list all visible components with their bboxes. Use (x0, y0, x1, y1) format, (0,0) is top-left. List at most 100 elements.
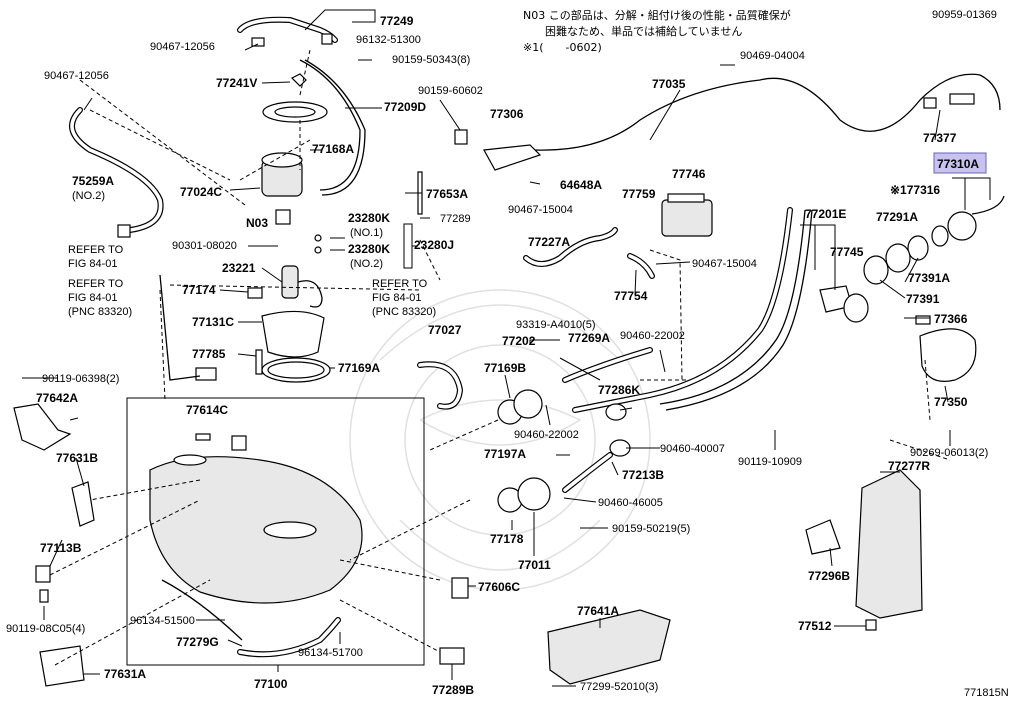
part-77289b[interactable]: 77289B (432, 683, 474, 697)
note-n03: N03 (246, 216, 268, 230)
part-77024c[interactable]: 77024C (180, 185, 222, 199)
part-90460-22002-b[interactable]: 90460-22002 (514, 429, 579, 441)
part-90467-15004-b[interactable]: 90467-15004 (692, 258, 757, 270)
part-90467-12056-b[interactable]: 90467-12056 (44, 70, 109, 82)
part-90460-22002[interactable]: 90460-22002 (620, 330, 685, 342)
refer-3-line-1: REFER TO (372, 278, 428, 290)
leader-lines (22, 9, 991, 687)
part-23280k-no2: (NO.2) (350, 258, 383, 270)
part-77746[interactable]: 77746 (672, 167, 706, 181)
part-23280k-1[interactable]: 23280K (348, 211, 390, 225)
part-77606c[interactable]: 77606C (478, 580, 520, 594)
part-75259a[interactable]: 75259A (72, 174, 114, 188)
part-77653a[interactable]: 77653A (426, 187, 468, 201)
part-77197a[interactable]: 77197A (484, 447, 526, 461)
refer-1-line-2[interactable]: FIG 84-01 (68, 258, 118, 270)
note-block: N03 この部品は、分解・組付け後の性能・品質確保が 困難なため、単品では補給し… (523, 8, 791, 54)
note-line-1: N03 この部品は、分解・組付け後の性能・品質確保が (523, 8, 791, 22)
part-77227a[interactable]: 77227A (528, 235, 570, 249)
part-96132-51300[interactable]: 96132-51300 (356, 34, 421, 46)
part-96134-51700[interactable]: 96134-51700 (298, 647, 363, 659)
part-77377[interactable]: 77377 (923, 131, 957, 145)
part-90959-01369[interactable]: 90959-01369 (932, 9, 997, 21)
part-90460-46005[interactable]: 90460-46005 (598, 497, 663, 509)
part-90159-60602[interactable]: 90159-60602 (418, 85, 483, 97)
part-77035[interactable]: 77035 (652, 77, 686, 91)
refer-2-line-2[interactable]: FIG 84-01 (68, 292, 118, 304)
watermark-emblem (349, 289, 651, 591)
part-96134-51500[interactable]: 96134-51500 (130, 615, 195, 627)
part-90119-08c05[interactable]: 90119-08C05(4) (6, 623, 85, 635)
part-77299-52010[interactable]: 77299-52010(3) (580, 681, 658, 693)
part-77100[interactable]: 77100 (254, 677, 288, 691)
part-90467-12056[interactable]: 90467-12056 (150, 41, 215, 53)
part-77289[interactable]: 77289 (440, 213, 471, 225)
refer-2-line-3: (PNC 83320) (68, 306, 132, 318)
part-77614c[interactable]: 77614C (186, 403, 228, 417)
part-90269-06013[interactable]: 90269-06013(2) (910, 447, 988, 459)
part-77366[interactable]: 77366 (934, 312, 968, 326)
part-77745[interactable]: 77745 (830, 245, 864, 259)
part-77512[interactable]: 77512 (798, 619, 832, 633)
part-77178[interactable]: 77178 (490, 532, 524, 546)
part-77202[interactable]: 77202 (502, 334, 536, 348)
part-77391a[interactable]: 77391A (908, 271, 950, 285)
part-90460-40007[interactable]: 90460-40007 (660, 443, 725, 455)
part-labels: 77249 90467-12056 96132-51300 90159-5034… (6, 9, 1009, 699)
part-90159-50343[interactable]: 90159-50343(8) (392, 54, 470, 66)
part-90119-06398[interactable]: 90119-06398(2) (42, 373, 119, 385)
tank-group-frame (126, 397, 425, 666)
part-77209d[interactable]: 77209D (384, 100, 426, 114)
part-77291a[interactable]: 77291A (876, 210, 918, 224)
part-77296b[interactable]: 77296B (808, 569, 850, 583)
part-77306[interactable]: 77306 (490, 107, 524, 121)
part-77201e[interactable]: 77201E (805, 207, 846, 221)
part-77113b[interactable]: 77113B (40, 541, 82, 555)
part-90159-50219[interactable]: 90159-50219(5) (612, 523, 690, 535)
part-77027[interactable]: 77027 (428, 323, 462, 337)
part-77249[interactable]: 77249 (380, 14, 414, 28)
part-23280k-no1: (NO.1) (350, 227, 383, 239)
part-77241v[interactable]: 77241V (216, 76, 257, 90)
part-77754[interactable]: 77754 (614, 289, 648, 303)
part-23221[interactable]: 23221 (222, 261, 256, 275)
part-90469-04004[interactable]: 90469-04004 (740, 50, 805, 62)
part-77641a[interactable]: 77641A (577, 604, 619, 618)
part-77642a[interactable]: 77642A (36, 391, 78, 405)
part-77279g[interactable]: 77279G (176, 635, 219, 649)
part-77213b[interactable]: 77213B (622, 468, 664, 482)
part-77169a[interactable]: 77169A (338, 361, 380, 375)
part-77316[interactable]: ※177316 (890, 183, 940, 197)
note-line-2: 困難なため、単品では補給していません (545, 24, 742, 38)
part-77310a[interactable]: 77310A (937, 157, 979, 171)
part-77174[interactable]: 77174 (182, 283, 216, 297)
part-77631b[interactable]: 77631B (56, 451, 98, 465)
part-77011[interactable]: 77011 (518, 558, 551, 572)
refer-3-line-2[interactable]: FIG 84-01 (372, 292, 422, 304)
part-77131c[interactable]: 77131C (192, 315, 234, 329)
part-77391[interactable]: 77391 (906, 292, 940, 306)
part-23280j[interactable]: 23280J (414, 238, 454, 252)
note-line-3: ※1( -0602) (523, 41, 602, 54)
refer-2-line-1: REFER TO (68, 278, 124, 290)
figure-id: 771815N (964, 687, 1009, 699)
part-64648a[interactable]: 64648A (560, 178, 602, 192)
part-77286k[interactable]: 77286K (598, 383, 640, 397)
part-77631a[interactable]: 77631A (104, 667, 146, 681)
part-drawings (13, 16, 1005, 687)
refer-3-line-3: (PNC 83320) (372, 306, 436, 318)
part-77759[interactable]: 77759 (622, 187, 656, 201)
part-90119-10909[interactable]: 90119-10909 (738, 456, 802, 468)
part-77277r[interactable]: 77277R (888, 459, 930, 473)
part-93319-a4010[interactable]: 93319-A4010(5) (516, 319, 596, 331)
part-75259a-no2[interactable]: (NO.2) (72, 190, 105, 202)
part-77269a[interactable]: 77269A (568, 331, 610, 345)
part-77785[interactable]: 77785 (192, 347, 226, 361)
part-77169b[interactable]: 77169B (484, 361, 526, 375)
part-77350[interactable]: 77350 (934, 395, 968, 409)
part-90467-15004[interactable]: 90467-15004 (508, 204, 573, 216)
part-90301-08020[interactable]: 90301-08020 (172, 240, 237, 252)
part-23280k-2[interactable]: 23280K (348, 242, 390, 256)
part-77168a[interactable]: 77168A (312, 142, 354, 156)
